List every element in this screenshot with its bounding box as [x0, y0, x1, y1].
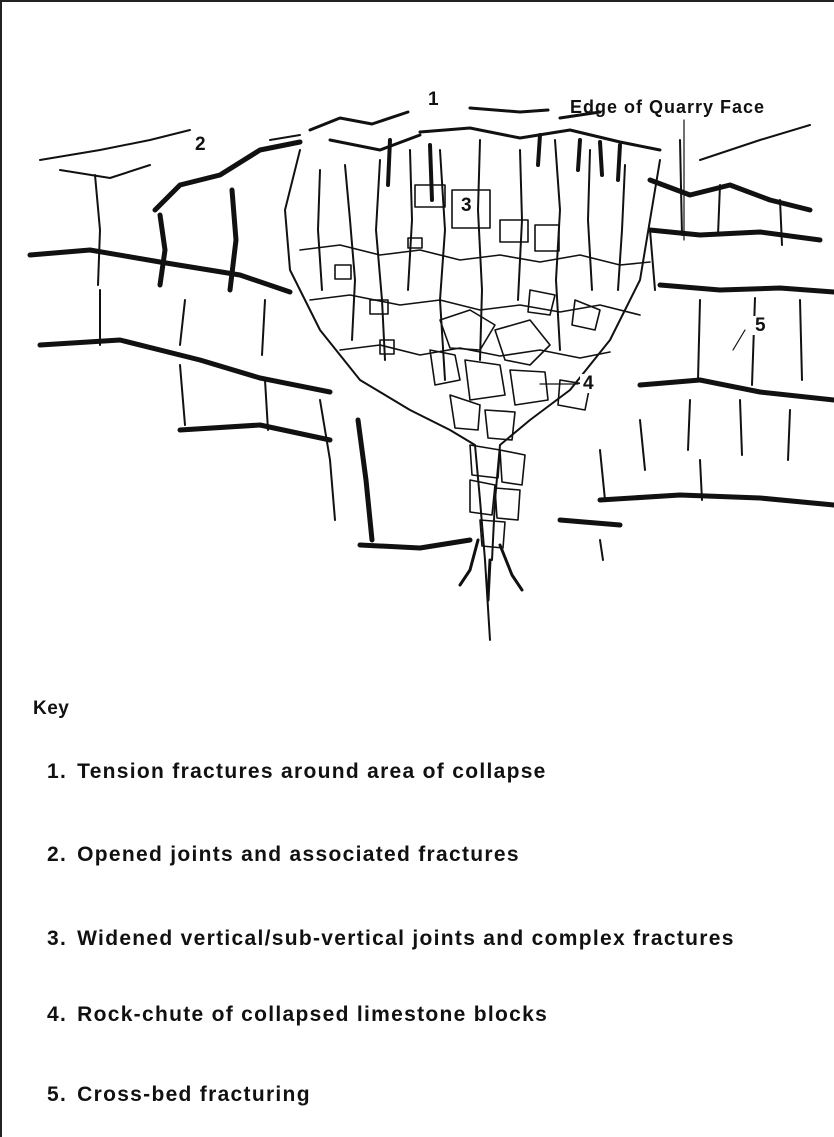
key-item-text: Opened joints and associated fractures [77, 843, 520, 866]
key-item-text: Widened vertical/sub-vertical joints and… [77, 927, 735, 950]
key-item-4: 4. Rock-chute of collapsed limestone bloc… [47, 1003, 548, 1027]
key-item-number: 2. [47, 843, 67, 866]
key-item-5: 5. Cross-bed fracturing [47, 1083, 311, 1107]
key-item-3: 3. Widened vertical/sub-vertical joints a… [47, 927, 735, 951]
collapse-outline [285, 150, 660, 640]
key-title: Key [33, 698, 69, 720]
callout-3-label: 3 [458, 196, 476, 215]
key-item-number: 3. [47, 927, 67, 950]
key-item-number: 1. [47, 760, 67, 783]
key-item-text: Tension fractures around area of collaps… [77, 760, 547, 783]
quarry-edge-label: Edge of Quarry Face [570, 98, 765, 116]
key-item-1: 1. Tension fractures around area of colla… [47, 760, 547, 784]
key-item-text: Rock-chute of collapsed limestone blocks [77, 1003, 548, 1026]
key-item-2: 2. Opened joints and associated fractures [47, 843, 520, 867]
fractured-blocks [335, 185, 600, 548]
key-item-text: Cross-bed fracturing [77, 1083, 311, 1106]
vertical-joints [318, 140, 625, 380]
callout-4-label: 4 [580, 374, 598, 393]
key-item-number: 5. [47, 1083, 67, 1106]
key-item-number: 4. [47, 1003, 67, 1026]
callout-2-label: 2 [195, 135, 207, 154]
opened-joints [30, 142, 470, 548]
callout-1-label: 1 [428, 90, 440, 109]
callout-5-label: 5 [752, 316, 770, 335]
